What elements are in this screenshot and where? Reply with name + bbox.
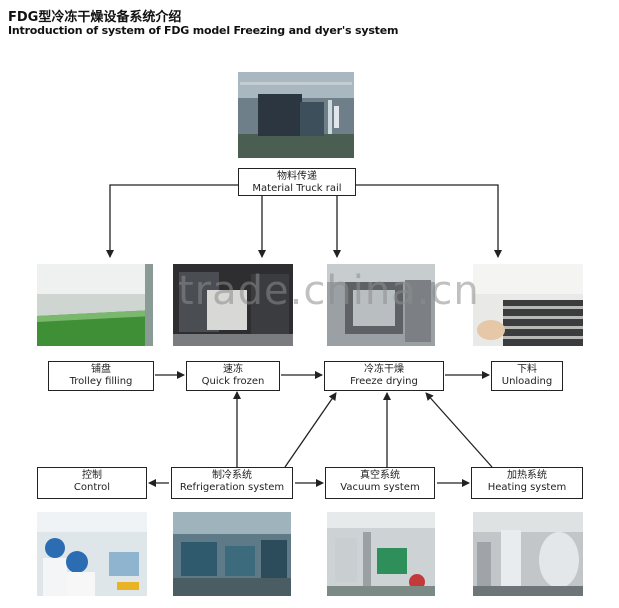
factory-photo bbox=[238, 72, 354, 158]
node-unloading: 下料 Unloading bbox=[491, 361, 563, 391]
node-refrigeration-system: 制冷系统 Refrigeration system bbox=[171, 467, 293, 499]
quick-frozen-photo bbox=[173, 264, 293, 346]
vacuum-photo bbox=[327, 512, 435, 596]
refrigeration-photo bbox=[173, 512, 291, 596]
node-label-cn: 制冷系统 bbox=[212, 470, 252, 481]
rail-to-unload-arrow bbox=[356, 184, 502, 258]
freeze-drying-photo bbox=[327, 264, 435, 346]
node-quick-frozen: 速冻 Quick frozen bbox=[186, 361, 280, 391]
node-label-en: Freeze drying bbox=[350, 376, 418, 387]
node-label-en: Trolley filling bbox=[69, 376, 133, 387]
node-freeze-drying: 冷冻干燥 Freeze drying bbox=[324, 361, 444, 391]
node-label-cn: 加热系统 bbox=[507, 470, 547, 481]
heating-photo bbox=[473, 512, 583, 596]
node-label-cn: 下料 bbox=[517, 364, 537, 375]
trolley-photo bbox=[37, 264, 153, 346]
node-label-en: Quick frozen bbox=[201, 376, 265, 387]
node-label-cn: 冷冻干燥 bbox=[364, 364, 404, 375]
node-label-en: Unloading bbox=[501, 376, 553, 387]
refrig-to-freeze-arrow bbox=[284, 392, 337, 468]
node-vacuum-system: 真空系统 Vacuum system bbox=[325, 467, 435, 499]
node-label-cn: 速冻 bbox=[223, 364, 243, 375]
node-label-cn: 物料传递 bbox=[277, 171, 317, 182]
unloading-photo bbox=[473, 264, 583, 346]
node-label-en: Refrigeration system bbox=[179, 482, 285, 493]
node-label-cn: 真空系统 bbox=[360, 470, 400, 481]
node-label-en: Control bbox=[73, 482, 111, 493]
node-label-en: Heating system bbox=[487, 482, 567, 493]
node-label-en: Material Truck rail bbox=[252, 183, 342, 194]
title-english: Introduction of system of FDG model Free… bbox=[8, 24, 399, 37]
node-label-cn: 控制 bbox=[82, 470, 102, 481]
node-label-cn: 铺盘 bbox=[91, 364, 111, 375]
heating-to-freeze-arrow bbox=[425, 392, 493, 468]
control-photo bbox=[37, 512, 147, 596]
node-label-en: Vacuum system bbox=[340, 482, 420, 493]
node-trolley-filling: 铺盘 Trolley filling bbox=[48, 361, 154, 391]
watermark-text: trade.china.cn bbox=[178, 268, 480, 314]
node-heating-system: 加热系统 Heating system bbox=[471, 467, 583, 499]
title-chinese: FDG型冷冻干燥设备系统介绍 bbox=[8, 10, 182, 25]
rail-to-trolley-arrow bbox=[106, 184, 238, 258]
node-control: 控制 Control bbox=[37, 467, 147, 499]
node-material-truck-rail: 物料传递 Material Truck rail bbox=[238, 168, 356, 196]
